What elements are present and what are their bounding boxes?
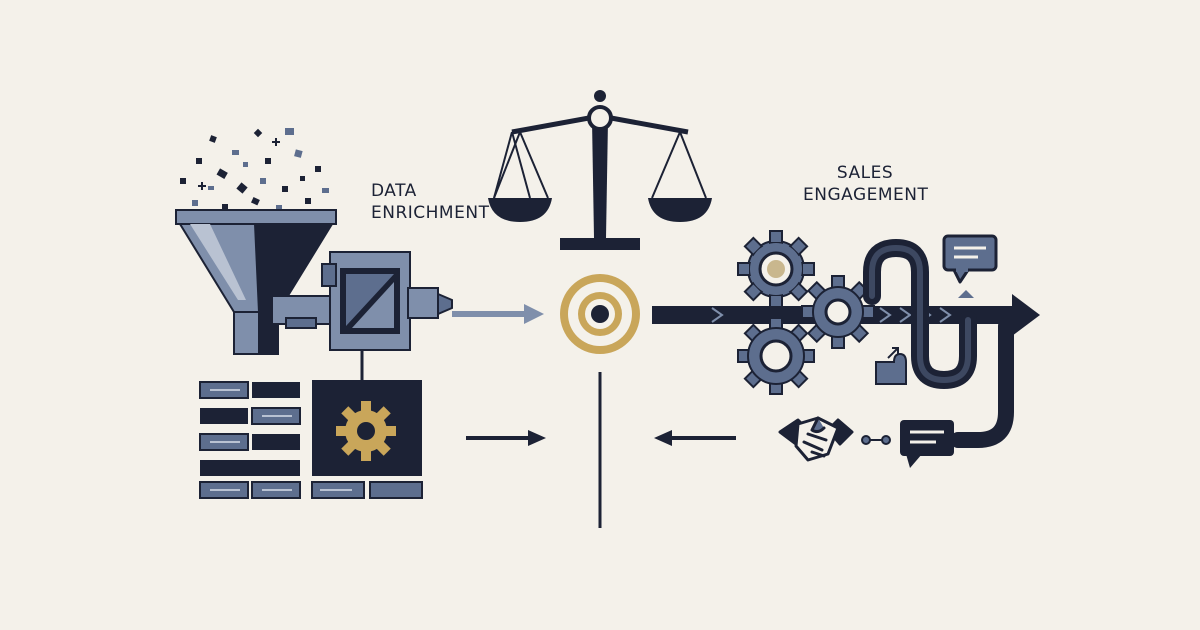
scale-of-justice-icon xyxy=(488,90,712,250)
handshake-icon xyxy=(778,416,854,462)
chat-bubble-icon xyxy=(942,234,998,284)
processor-machine-icon xyxy=(271,251,453,380)
data-enrichment-line1: DATA xyxy=(371,181,417,201)
puzzle-icon xyxy=(875,347,907,385)
sales-engagement-line1: SALES xyxy=(836,163,894,183)
chat-bubble-icon xyxy=(900,420,954,468)
arrow-icon xyxy=(452,304,544,324)
database-table-icon xyxy=(199,380,301,500)
sales-engagement-label: SALES ENGAGEMENT xyxy=(803,162,929,206)
target-icon xyxy=(560,274,640,354)
funnel-icon xyxy=(175,209,337,355)
scattered-data-particles xyxy=(180,128,329,211)
arrow-icon xyxy=(466,430,736,446)
sales-engagement-line2: ENGAGEMENT xyxy=(803,185,929,205)
gear-icon xyxy=(336,401,396,461)
data-enrichment-label: DATA ENRICHMENT xyxy=(371,180,489,224)
data-enrichment-line2: ENRICHMENT xyxy=(371,203,490,223)
gears-icon xyxy=(737,230,875,395)
process-path xyxy=(863,238,1014,448)
connector-dots xyxy=(861,435,891,445)
